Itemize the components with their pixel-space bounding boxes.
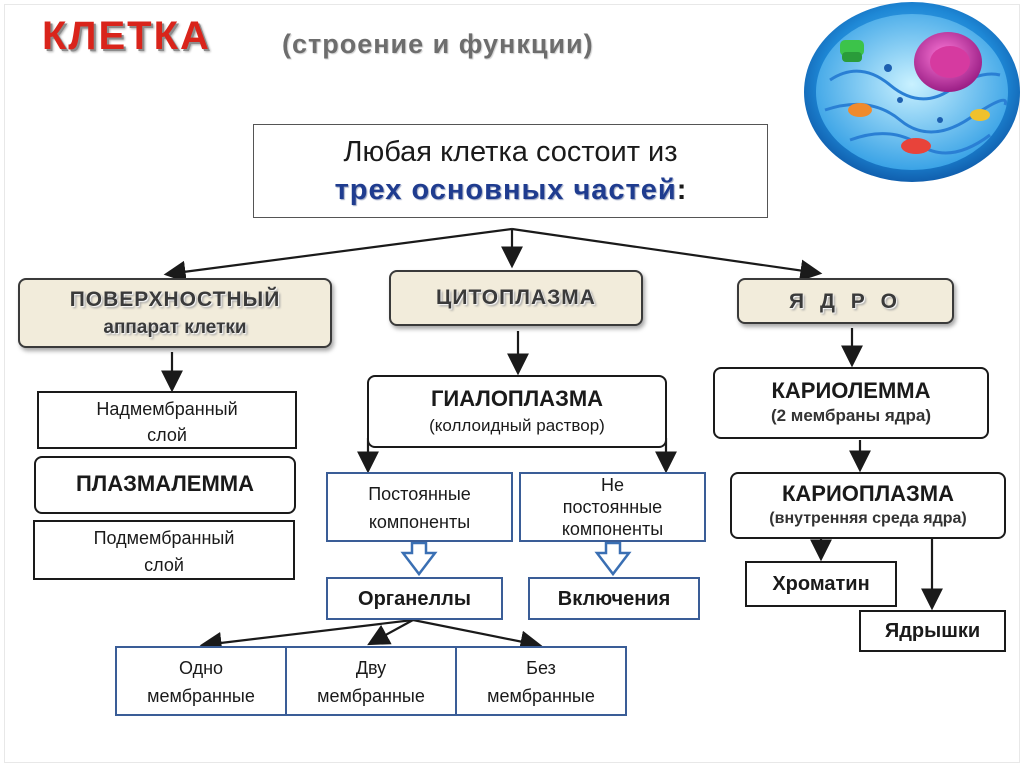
karyoplasm-subtitle: (внутренняя среда ядра) — [769, 510, 967, 527]
karyolemma-subtitle: (2 мембраны ядра) — [770, 406, 932, 425]
supramembrane-line1: Надмембранный — [96, 399, 238, 419]
permanent-components-box: Постоянные компоненты — [326, 472, 513, 542]
chromatin-box: Хроматин — [745, 561, 897, 607]
nonpermanent-line2: постоянные — [562, 497, 663, 517]
non-membrane-line1: Без — [526, 658, 556, 678]
header-box: Любая клетка состоит из трех основных ча… — [253, 124, 768, 218]
nonpermanent-line3: компоненты — [561, 519, 664, 539]
slide-title: КЛЕТКА — [42, 14, 211, 58]
category-surface-apparatus: ПОВЕРХНОСТНЫЙ аппарат клетки — [18, 278, 332, 348]
header-colon: : — [676, 174, 687, 206]
karyoplasm-box: КАРИОПЛАЗМА (внутренняя среда ядра) — [730, 472, 1006, 539]
single-membrane-line2: мембранные — [147, 686, 255, 706]
cell-illustration-icon — [804, 2, 1020, 182]
hyaloplasm-title: ГИАЛОПЛАЗМА — [430, 386, 604, 411]
hyaloplasm-box: ГИАЛОПЛАЗМА (коллоидный раствор) — [367, 375, 667, 448]
header-line2: трех основных частей — [334, 174, 677, 206]
slide-frame — [4, 4, 1020, 763]
double-membrane-line1: Дву — [355, 658, 387, 678]
non-membrane-box: Без мембранные — [455, 646, 627, 716]
slide-subtitle: (строение и функции) — [282, 29, 594, 59]
karyoplasm-title: КАРИОПЛАЗМА — [781, 481, 955, 506]
inclusions-box: Включения — [528, 577, 700, 620]
nucleoli-box: Ядрышки — [859, 610, 1006, 652]
permanent-line1: Постоянные — [368, 484, 471, 504]
hyaloplasm-subtitle: (коллоидный раствор) — [429, 416, 605, 435]
permanent-line2: компоненты — [368, 512, 471, 532]
category-surface-line2: аппарат клетки — [103, 317, 247, 338]
karyolemma-box: КАРИОЛЕММА (2 мембраны ядра) — [713, 367, 989, 439]
category-cytoplasm: ЦИТОПЛАЗМА — [389, 270, 643, 326]
nonpermanent-components-box: Не постоянные компоненты — [519, 472, 706, 542]
supramembrane-line2: слой — [147, 425, 187, 445]
single-membrane-line1: Одно — [178, 658, 224, 678]
plasmalemma-box: ПЛАЗМАЛЕММА — [34, 456, 296, 514]
submembrane-line2: слой — [144, 555, 184, 575]
submembrane-layer-box: Подмембранный слой — [33, 520, 295, 580]
nonpermanent-line1: Не — [600, 475, 624, 495]
category-nucleus: Я Д Р О — [737, 278, 954, 324]
supramembrane-layer-box: Надмембранный слой — [37, 391, 297, 449]
organelles-box: Органеллы — [326, 577, 503, 620]
karyolemma-title: КАРИОЛЕММА — [771, 378, 931, 403]
non-membrane-line2: мембранные — [487, 686, 595, 706]
category-surface-line1: ПОВЕРХНОСТНЫЙ — [69, 288, 281, 311]
submembrane-line1: Подмембранный — [93, 528, 235, 548]
double-membrane-box: Дву мембранные — [285, 646, 457, 716]
double-membrane-line2: мембранные — [317, 686, 425, 706]
single-membrane-box: Одно мембранные — [115, 646, 287, 716]
header-line1: Любая клетка состоит из — [343, 136, 678, 168]
